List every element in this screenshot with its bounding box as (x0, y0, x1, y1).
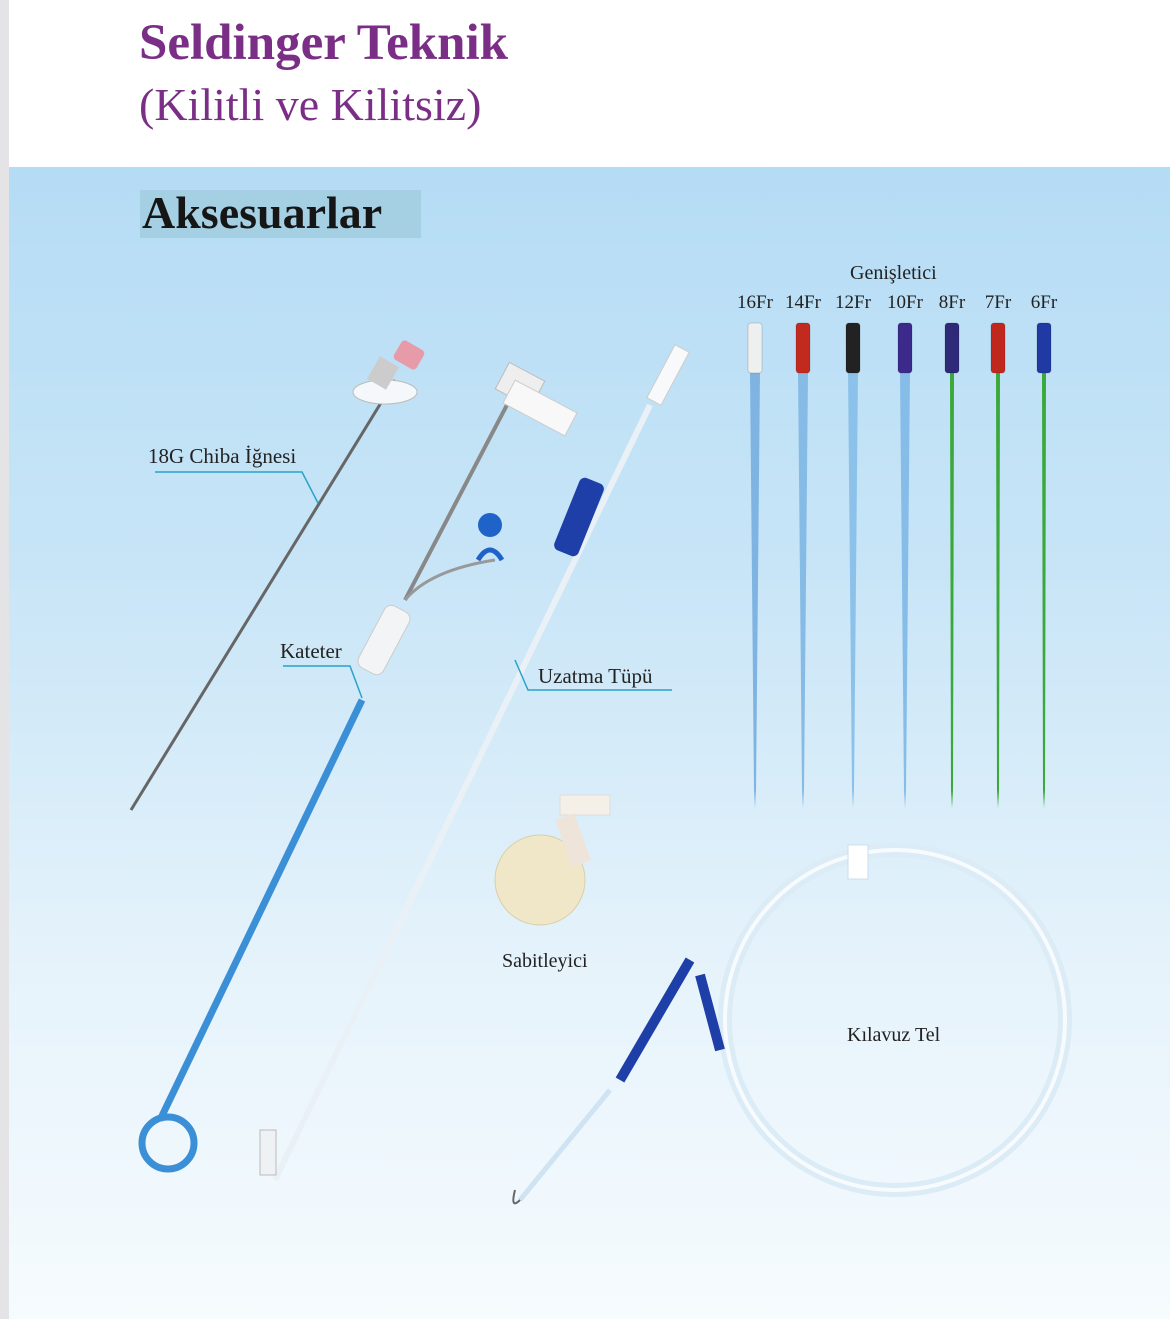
dilator-shaft (798, 372, 808, 808)
dilator-size-label: 7Fr (984, 292, 1012, 313)
dilator-size-label: 16Fr (737, 292, 773, 313)
dilator-hub (990, 322, 1006, 374)
label-fixator: Sabitleyici (502, 950, 588, 972)
chiba-needle-illustration (129, 340, 425, 811)
dilator-shaft (750, 372, 760, 808)
dilator-size-label: 6Fr (1030, 292, 1058, 313)
header (9, 0, 1170, 167)
accessories-panel (9, 167, 1170, 1319)
extension-tube-illustration (259, 344, 690, 1182)
dilator-hub (897, 322, 913, 374)
dilator-shaft (950, 372, 954, 808)
dilator-size-label: 14Fr (785, 292, 821, 313)
dilator-shaft (900, 372, 910, 808)
kateter-leader-line (283, 665, 363, 699)
guide-wire-illustration (512, 843, 1072, 1205)
dilator-hub (1036, 322, 1052, 374)
chiba-leader-line (155, 471, 319, 504)
dilator-hub (747, 322, 763, 374)
label-extension-tube: Uzatma Tüpü (538, 664, 653, 688)
dilator-shaft (996, 372, 1000, 808)
dilator-set (747, 322, 1052, 808)
dilator-size-label: 12Fr (835, 292, 871, 313)
label-dilator: Genişletici (850, 262, 937, 284)
label-catheter: Kateter (280, 639, 342, 663)
label-guide-wire: Kılavuz Tel (847, 1024, 941, 1046)
page-edge (0, 0, 9, 1319)
section-heading-box: Aksesuarlar (140, 187, 421, 238)
dilator-shaft (1042, 372, 1046, 808)
dilator-size-label: 10Fr (887, 292, 923, 313)
dilator-shaft (848, 372, 858, 808)
label-chiba-needle: 18G Chiba İğnesi (148, 444, 297, 468)
page-subtitle: (Kilitli ve Kilitsiz) (139, 79, 482, 130)
dilator-hub (795, 322, 811, 374)
section-heading: Aksesuarlar (142, 187, 383, 238)
catheter-illustration (138, 361, 578, 1173)
uzatma-leader-line (514, 659, 672, 691)
dilator-hub (944, 322, 960, 374)
fixator-illustration (494, 794, 611, 926)
dilator-size-label: 8Fr (938, 292, 966, 313)
page-title: Seldinger Teknik (139, 15, 508, 71)
dilator-hub (845, 322, 861, 374)
